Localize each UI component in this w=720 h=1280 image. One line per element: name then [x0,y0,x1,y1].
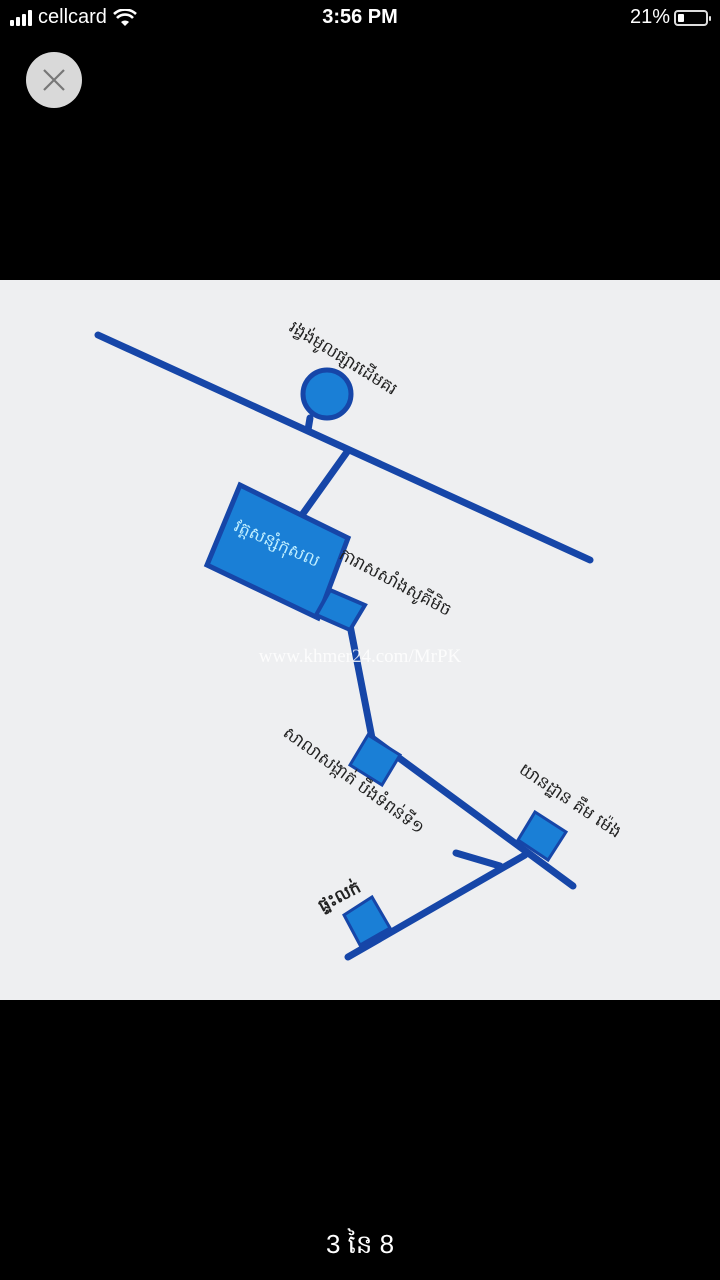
clock: 3:56 PM [322,6,398,28]
close-button[interactable] [26,52,82,108]
roundabout [300,367,354,421]
image-counter: 3 នៃ 8 [325,1229,395,1259]
gas-station [313,587,368,633]
battery-percent: 21% [629,6,670,28]
status-bar: cellcard 3:56 PM 21% [0,0,720,36]
garage [515,809,569,863]
wifi-icon [113,8,137,26]
main-road [94,331,594,564]
watermark: www.khmer24.com/MrPK [259,646,462,667]
signal-icon [10,9,32,26]
battery: 21% [629,6,711,29]
carrier: cellcard [10,6,137,29]
side-road [452,849,504,870]
battery-icon [674,9,711,26]
map-drawing: រង្វង់មូលផ្សារដើមគរ វត្តសន្សំកុសល ការាសស… [94,316,626,961]
close-icon [43,69,65,91]
road-south [344,611,376,742]
road-to-pagoda [298,448,351,519]
road-to-house [344,851,529,961]
commune-hall [347,732,403,788]
carrier-name: cellcard [38,6,107,28]
map-image: រង្វង់មូលផ្សារដើមគរ វត្តសន្សំកុសល ការាសស… [0,280,720,1000]
road-southeast [368,734,577,890]
roundabout-stem [304,414,314,434]
label-commune-hall: សាលាសង្កាត់ បឹងទំពន់ទី១ [279,721,429,838]
house-for-sale [342,894,393,948]
